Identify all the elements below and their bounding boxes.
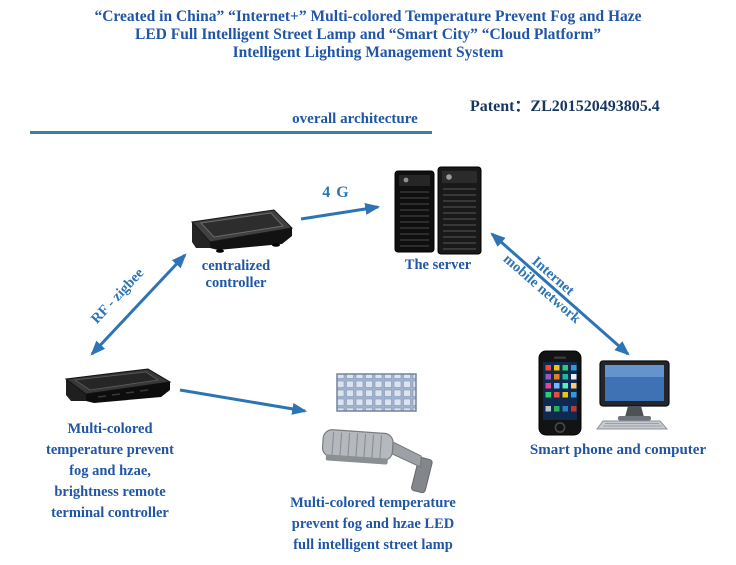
server-label: The server (404, 257, 472, 273)
terminal-label-line: Multi-colored (67, 421, 153, 437)
lamp-label-line: Multi-colored temperature (290, 495, 456, 511)
router-icon (191, 209, 294, 253)
controller-box-icon (64, 368, 172, 403)
terminal-label: Multi-colored temperature prevent fog an… (28, 419, 192, 524)
smartphone-image (538, 350, 582, 436)
section-underline (30, 131, 432, 134)
app-grid (545, 365, 577, 412)
lamp-label-line: full intelligent street lamp (293, 537, 453, 553)
server-right-tower (437, 166, 482, 255)
terminal-label-line: fog and hzae, (69, 463, 151, 479)
patent-number: Patent：ZL201520493805.4 (470, 98, 660, 115)
controller-label-line: controller (205, 275, 267, 291)
server-image (392, 165, 484, 257)
page-title-line-3: Intelligent Lighting Management System (232, 44, 504, 61)
centralized-controller-image (176, 202, 296, 257)
page-title-line-1: “Created in China” “Internet+” Multi-col… (94, 8, 642, 25)
desktop-monitor-icon (596, 360, 670, 430)
link-label-rf-zigbee: RF - zigbee (88, 265, 148, 328)
led-panel-image (336, 371, 418, 413)
arrow-terminal-to-lamp (179, 388, 308, 415)
controller-label-line: centralized (201, 258, 271, 274)
street-lamp-icon (321, 429, 433, 494)
led-module-icon (336, 373, 417, 412)
page-title-line-2: LED Full Intelligent Street Lamp and “Sm… (135, 26, 601, 43)
client-label: Smart phone and computer (529, 442, 707, 458)
server-left-tower (394, 170, 435, 253)
lamp-label: Multi-colored temperature prevent fog an… (256, 493, 490, 556)
controller-label: centralized controller (176, 258, 296, 292)
computer-image (596, 360, 672, 430)
smartphone-icon (538, 350, 582, 436)
arrow-4g (300, 203, 381, 221)
terminal-label-line: temperature prevent (46, 442, 174, 458)
street-lamp-image (318, 417, 440, 494)
link-label-4g: 4 G (322, 184, 350, 201)
terminal-label-line: terminal controller (51, 505, 169, 521)
terminal-label-line: brightness remote (54, 484, 166, 500)
section-heading: overall architecture (292, 111, 418, 127)
server-tower-icon (394, 166, 482, 255)
terminal-controller-image (54, 364, 176, 410)
link-label-internet: Internet mobile network (492, 232, 602, 334)
lamp-label-line: prevent fog and hzae LED (291, 516, 455, 532)
